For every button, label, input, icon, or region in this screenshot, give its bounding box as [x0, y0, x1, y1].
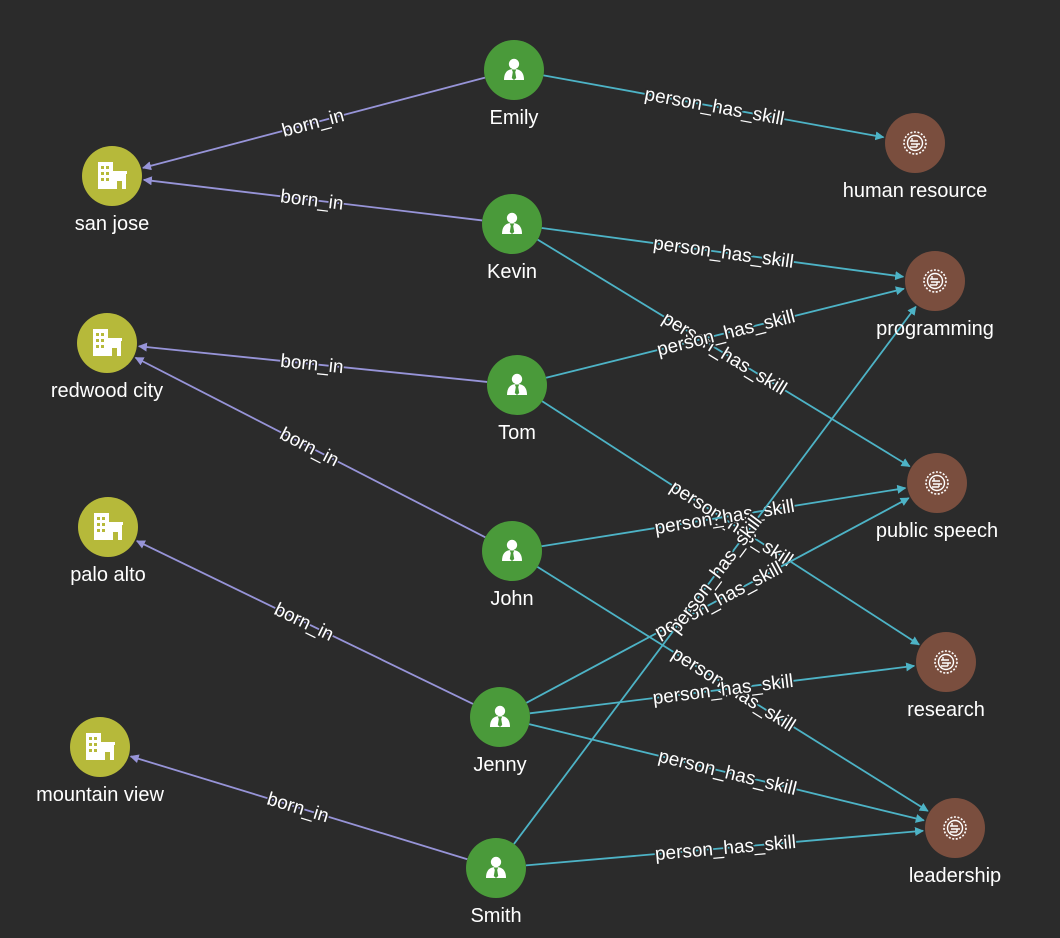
- edge-label: born_in: [279, 351, 344, 378]
- edge-line[interactable]: [541, 400, 920, 646]
- node-label: palo alto: [70, 564, 146, 586]
- node-label: programming: [876, 318, 994, 340]
- edge-label: person_has_skill: [654, 832, 797, 865]
- edge-line[interactable]: [543, 74, 885, 141]
- skill-node-circle[interactable]: [907, 453, 967, 513]
- edge-line[interactable]: [541, 484, 907, 548]
- node-label: redwood city: [51, 380, 163, 402]
- edge-line[interactable]: [541, 227, 905, 281]
- edge-emily-san-jose[interactable]: born_in: [142, 76, 486, 171]
- node-label: human resource: [843, 180, 988, 202]
- skill-node-circle[interactable]: [885, 113, 945, 173]
- node-label: John: [490, 588, 533, 610]
- node-redwood-city[interactable]: redwood city: [51, 313, 163, 402]
- edge-smith-leadership[interactable]: person_has_skill: [525, 826, 925, 867]
- node-kevin[interactable]: Kevin: [482, 194, 542, 283]
- node-label: leadership: [909, 865, 1001, 887]
- edges-layer: born_in born_in born_in born_in born_in born_…: [129, 74, 929, 867]
- node-label: Tom: [498, 422, 536, 444]
- node-tom[interactable]: Tom: [487, 355, 547, 444]
- node-palo-alto[interactable]: palo alto: [70, 497, 146, 586]
- edge-label: born_in: [279, 186, 344, 214]
- node-label: public speech: [876, 520, 998, 542]
- edge-john-public-speech[interactable]: person_has_skill: [541, 484, 907, 548]
- node-john[interactable]: John: [482, 521, 542, 610]
- node-label: Kevin: [487, 261, 537, 283]
- node-label: Emily: [490, 107, 539, 129]
- node-label: san jose: [75, 213, 150, 235]
- edge-kevin-public-speech[interactable]: person_has_skill: [537, 238, 911, 468]
- edge-label: born_in: [280, 105, 347, 141]
- edge-label: born_in: [264, 789, 331, 828]
- node-label: Jenny: [473, 754, 526, 776]
- edge-line[interactable]: [537, 238, 911, 468]
- edge-line[interactable]: [129, 754, 468, 861]
- edge-jenny-palo-alto[interactable]: born_in: [135, 540, 474, 705]
- edge-line[interactable]: [513, 305, 917, 845]
- node-research[interactable]: research: [907, 632, 985, 721]
- edge-tom-redwood-city[interactable]: born_in: [137, 342, 488, 383]
- node-programming[interactable]: programming: [876, 251, 994, 340]
- node-jenny[interactable]: Jenny: [470, 687, 530, 776]
- edge-line[interactable]: [135, 540, 474, 705]
- edge-line[interactable]: [545, 286, 905, 379]
- edge-line[interactable]: [525, 826, 925, 867]
- edge-label: person_has_skill: [652, 233, 795, 273]
- edge-line[interactable]: [142, 176, 483, 222]
- edge-smith-mountain-view[interactable]: born_in: [129, 754, 468, 861]
- node-san-jose[interactable]: san jose: [75, 146, 150, 235]
- edge-john-redwood-city[interactable]: born_in: [134, 356, 486, 539]
- node-smith[interactable]: Smith: [466, 838, 526, 927]
- node-label: research: [907, 699, 985, 721]
- edge-line[interactable]: [528, 723, 925, 823]
- node-label: Smith: [470, 905, 521, 927]
- node-leadership[interactable]: leadership: [909, 798, 1001, 887]
- edge-label: person_has_skill: [653, 496, 796, 539]
- node-mountain-view[interactable]: mountain view: [36, 717, 164, 806]
- edge-line[interactable]: [142, 76, 486, 171]
- node-label: mountain view: [36, 784, 164, 806]
- edge-line[interactable]: [526, 497, 910, 704]
- skill-node-circle[interactable]: [905, 251, 965, 311]
- edge-label: person_has_skill: [656, 746, 798, 800]
- node-human-resource[interactable]: human resource: [843, 113, 988, 202]
- edge-kevin-san-jose[interactable]: born_in: [142, 176, 483, 222]
- edge-line[interactable]: [529, 662, 916, 715]
- skill-node-circle[interactable]: [916, 632, 976, 692]
- edge-kevin-programming[interactable]: person_has_skill: [541, 227, 905, 281]
- node-emily[interactable]: Emily: [484, 40, 544, 129]
- edge-label: born_in: [276, 424, 342, 472]
- edge-label: born_in: [271, 599, 337, 646]
- edge-emily-human-resource[interactable]: person_has_skill: [543, 74, 885, 141]
- edge-line[interactable]: [137, 342, 488, 383]
- node-public-speech[interactable]: public speech: [876, 453, 998, 542]
- skill-node-circle[interactable]: [925, 798, 985, 858]
- edge-label: person_has_skill: [643, 84, 786, 130]
- edge-line[interactable]: [134, 356, 486, 539]
